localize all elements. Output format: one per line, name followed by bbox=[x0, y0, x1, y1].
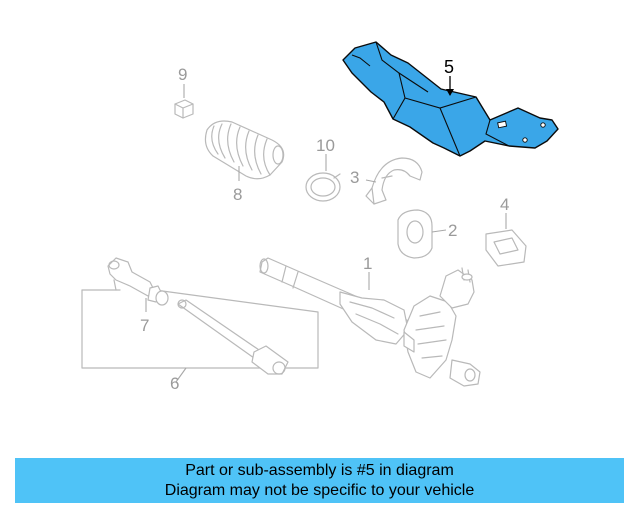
banner-line-1: Part or sub-assembly is #5 in diagram bbox=[185, 461, 454, 479]
callout-9: 9 bbox=[178, 65, 187, 84]
callout-2: 2 bbox=[448, 221, 457, 240]
callout-3: 3 bbox=[350, 168, 359, 187]
callout-5: 5 bbox=[444, 57, 454, 77]
banner-line-2: Diagram may not be specific to your vehi… bbox=[164, 481, 475, 499]
callout-8: 8 bbox=[233, 185, 242, 204]
callout-7: 7 bbox=[140, 316, 149, 335]
callout-1: 1 bbox=[363, 254, 372, 273]
callout-10: 10 bbox=[316, 136, 335, 155]
part-5-heat-shield[interactable] bbox=[342, 41, 559, 157]
part-4-mount bbox=[485, 229, 527, 267]
part-7-tie-rod-end bbox=[107, 257, 169, 306]
part-2-bushing bbox=[397, 209, 433, 259]
part-6-inner-tie-rod bbox=[81, 289, 319, 375]
part-9-nut bbox=[174, 99, 194, 119]
part-10-clamp bbox=[305, 172, 341, 202]
part-1-steering-rack bbox=[259, 257, 481, 387]
callout-6: 6 bbox=[170, 374, 179, 393]
callout-4: 4 bbox=[500, 195, 509, 214]
part-8-rack-boot bbox=[204, 120, 285, 180]
parts-diagram: 5 9 8 10 3 2 4 bbox=[81, 41, 559, 393]
info-banner: Part or sub-assembly is #5 in diagram Di… bbox=[15, 458, 624, 503]
part-3-bracket bbox=[365, 157, 423, 205]
